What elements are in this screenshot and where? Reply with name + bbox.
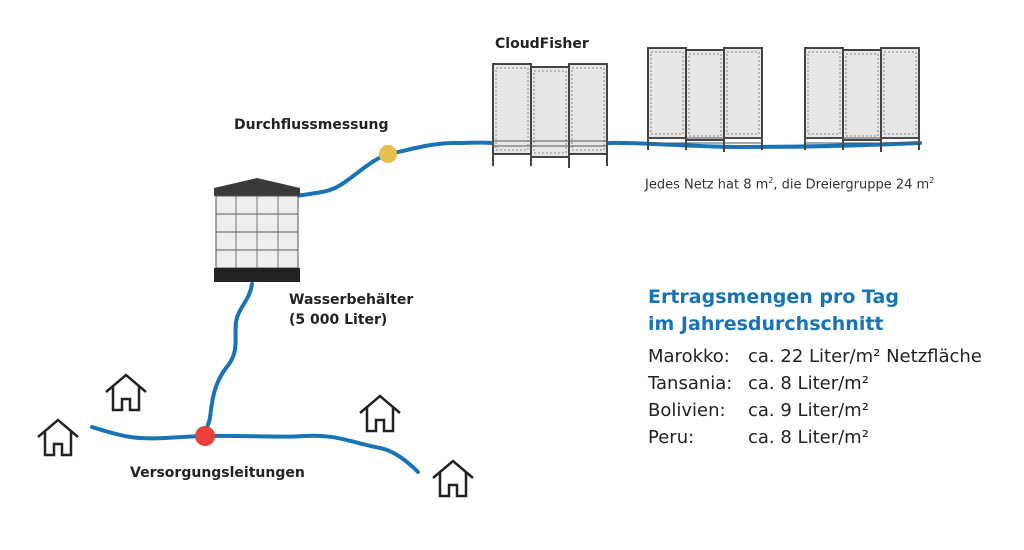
yield-title-line2: im Jahresdurchschnitt (648, 313, 884, 335)
pipe-tank-to-flow-meter (294, 152, 390, 198)
pipe-tank-to-junction (203, 282, 254, 438)
net-note-part1: Jedes Netz hat 8 m (645, 177, 769, 193)
tank-name-label: Wasserbehälter (289, 292, 414, 308)
net-group-2 (647, 47, 763, 152)
yield-value: ca. 9 Liter/m² (748, 400, 869, 421)
fog-net (804, 47, 844, 150)
fog-net (492, 63, 532, 166)
yield-row: Tansania: ca. 8 Liter/m² (648, 373, 982, 400)
house-icon (37, 418, 79, 457)
yield-row: Bolivien: ca. 9 Liter/m² (648, 400, 982, 427)
cloudfisher-label: CloudFisher (495, 36, 589, 52)
yield-value: ca. 8 Liter/m² (748, 427, 869, 448)
pipe-flow-meter-to-nets (386, 140, 494, 156)
tank-capacity-label: (5 000 Liter) (289, 312, 388, 328)
net-group-1 (492, 63, 608, 168)
yield-row: Marokko: ca. 22 Liter/m² Netzfläche (648, 346, 982, 373)
fog-net (842, 49, 882, 152)
house-icon (359, 394, 401, 433)
net-note-sup2: 2 (929, 176, 935, 185)
flow-meter-label: Durchflussmessung (234, 117, 389, 133)
fog-net (685, 49, 725, 152)
water-tank (214, 178, 300, 282)
flow-meter-dot (379, 145, 397, 163)
net-note-part2: , die Dreiergruppe 24 m (773, 177, 930, 193)
yield-country: Bolivien: (648, 400, 726, 421)
net-note-sup1: 2 (768, 176, 774, 185)
yield-row: Peru: ca. 8 Liter/m² (648, 427, 982, 454)
yield-country: Tansania: (648, 373, 733, 394)
fog-net (568, 63, 608, 166)
yield-value: ca. 22 Liter/m² Netzfläche (748, 346, 982, 367)
house-icon (432, 459, 474, 498)
pipe-between-net-groups (606, 140, 922, 150)
supply-line (90, 425, 420, 474)
yield-title-line1: Ertragsmengen pro Tag (648, 286, 899, 308)
yield-value: ca. 8 Liter/m² (748, 373, 869, 394)
net-area-note: Jedes Netz hat 8 m2, die Dreiergruppe 24… (645, 176, 934, 192)
yield-title: Ertragsmengen pro Tag im Jahresdurchschn… (648, 284, 899, 338)
fog-net (723, 47, 763, 150)
fog-net (530, 66, 570, 168)
supply-lines-label: Versorgungsleitungen (130, 465, 305, 481)
net-group-3 (804, 47, 920, 152)
yield-country: Marokko: (648, 346, 730, 367)
junction-dot (195, 426, 215, 446)
yield-country: Peru: (648, 427, 695, 448)
house-icon (105, 373, 147, 412)
fog-net (647, 47, 687, 150)
fog-net (880, 47, 920, 150)
yield-table: Marokko: ca. 22 Liter/m² Netzfläche Tans… (648, 346, 982, 454)
